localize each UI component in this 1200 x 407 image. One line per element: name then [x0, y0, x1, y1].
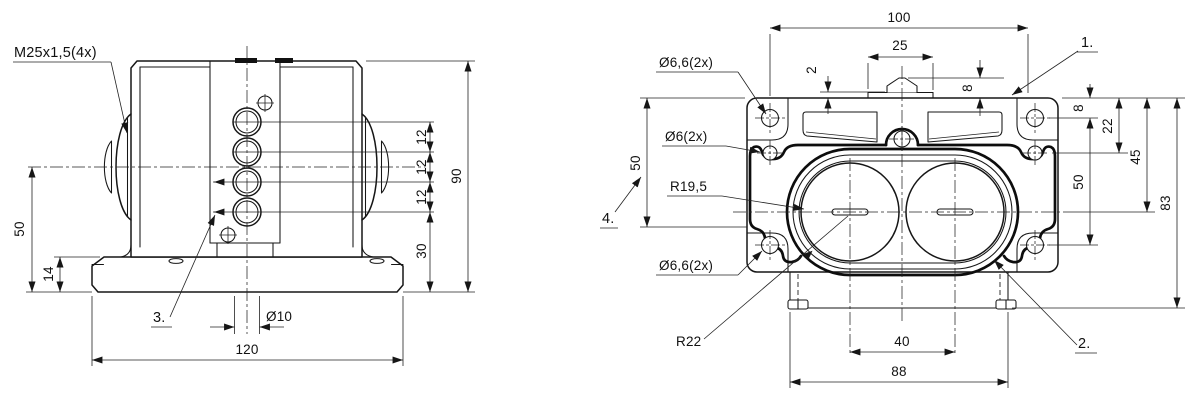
label-corner-holes: Ø6,6(2x) [659, 55, 713, 70]
front-dimensions: 12 12 12 30 90 50 14 120 [12, 45, 475, 366]
base-slot-right [369, 258, 385, 264]
label-callout-2: 2. [1078, 336, 1091, 352]
dim-row-pitch-2: 12 [414, 159, 429, 174]
dim-axis-height: 50 [12, 221, 27, 236]
gland-right-outer [380, 140, 390, 194]
dim-hole-row-spacing: 50 [1071, 174, 1086, 189]
dim-edge-to-axis: 45 [1128, 149, 1143, 164]
dim-edge-to-side-hole: 22 [1100, 118, 1115, 133]
dim-overall-depth: 83 [1158, 195, 1173, 210]
label-side-holes: Ø6(2x) [665, 129, 707, 144]
gland-right [361, 113, 378, 221]
label-bore-radius: R19,5 [670, 179, 707, 194]
dim-edge-to-hole: 8 [1071, 104, 1086, 112]
dim-tab-width: 25 [892, 38, 907, 53]
top-geometry [746, 77, 1059, 310]
base-outline [91, 256, 404, 293]
dim-body-width: 88 [891, 364, 906, 379]
section-fill-left [235, 58, 257, 63]
label-corner-holes-2: Ø6,6(2x) [659, 258, 713, 273]
front-geometry [91, 58, 404, 293]
dim-tab-offset: 2 [804, 66, 819, 74]
label-callout-3: 3. [153, 310, 166, 326]
dim-row-pitch-3: 12 [414, 189, 429, 204]
plate-outline [746, 97, 1059, 273]
dim-tab-height: 8 [960, 84, 975, 92]
section-fill-right [275, 58, 293, 63]
dim-overall-width: 120 [235, 342, 258, 357]
seal-contour-left [748, 143, 888, 264]
dim-seal-depth: 50 [628, 155, 643, 170]
gland-left-outer [103, 140, 113, 194]
label-boss-radius: R22 [676, 334, 701, 349]
front-centerlines [28, 46, 425, 334]
front-view: 12 12 12 30 90 50 14 120 [12, 45, 475, 366]
dim-terminal-bore-dia: Ø10 [266, 309, 292, 324]
dim-base-thickness: 14 [41, 266, 56, 282]
top-dimensions: 100 25 2 8 8 50 [600, 10, 1185, 388]
base-slot-left [168, 258, 184, 264]
body-outline [130, 60, 363, 258]
dim-bottom-row-height: 30 [414, 243, 429, 258]
top-view: 100 25 2 8 8 50 [600, 10, 1185, 388]
top-centerlines [733, 66, 1068, 355]
pocket-right [927, 111, 1003, 143]
label-gland-thread: M25x1,5(4x) [14, 45, 97, 61]
dim-mount-hole-spacing: 100 [887, 10, 910, 25]
hole-center-marks [755, 103, 1050, 260]
pocket-left [802, 111, 878, 143]
label-callout-1: 1. [1081, 35, 1094, 51]
dim-overall-height: 90 [449, 168, 464, 183]
dim-row-pitch-1: 12 [414, 129, 429, 144]
label-callout-4: 4. [602, 211, 615, 227]
boss-radius-arrow [803, 250, 813, 260]
seal-contour-right [916, 143, 1057, 264]
dim-bore-spacing: 40 [894, 334, 909, 349]
